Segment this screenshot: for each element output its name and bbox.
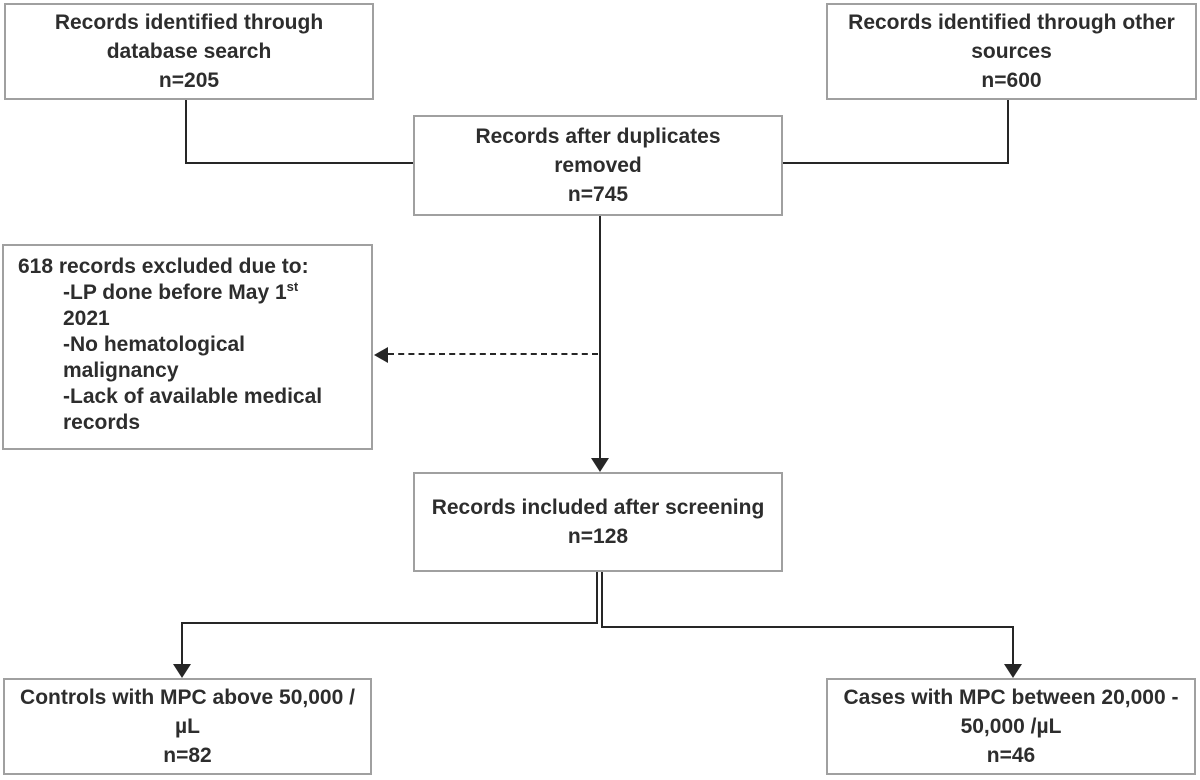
arrowhead-down-icon [173,664,191,678]
arrowhead-down-icon [591,458,609,472]
connector-db-vertical [185,100,187,164]
box-count: n=600 [981,69,1042,92]
exclusion-reason: -Lack of available medical records [63,385,323,434]
box-label: Records included after screening [431,496,765,519]
box-cases-group: Cases with MPC between 20,000 - 50,000 /… [826,678,1196,775]
connector-other-vertical [1007,100,1009,164]
connector-split-left-vertical [596,572,598,624]
connector-split-right-horizontal [601,626,1014,628]
box-label: Records after duplicates removed [475,125,721,177]
connector-cases-vertical [1012,626,1014,664]
arrowhead-left-icon [374,347,388,363]
exclusion-reason: -LP done before May 1st 2021 [63,279,299,330]
connector-duplicates-to-included [599,216,601,458]
box-label: Records identified through other sources [848,11,1175,63]
connector-db-horizontal [185,162,413,164]
box-label: Controls with MPC above 50,000 /µL [20,686,355,738]
box-records-excluded: 618 records excluded due to: -LP done be… [2,244,373,450]
box-label: Records identified through database sear… [54,11,324,63]
exclusion-reason: -No hematological malignancy [63,333,246,382]
box-count: n=46 [986,744,1036,767]
connector-dashed-excluded [388,353,598,355]
connector-split-right-vertical [601,572,603,628]
box-count: n=205 [158,69,220,92]
box-records-database-search: Records identified through database sear… [4,3,374,100]
box-count: n=745 [567,183,629,206]
box-count: n=82 [163,744,212,767]
box-label: Cases with MPC between 20,000 - 50,000 /… [843,686,1179,738]
arrowhead-down-icon [1004,664,1022,678]
box-records-other-sources: Records identified through other sources… [826,3,1197,100]
exclusion-header: 618 records excluded due to: [18,255,309,278]
connector-split-left-horizontal [181,622,598,624]
box-count: n=128 [567,525,629,548]
box-controls-group: Controls with MPC above 50,000 /µL n=82 [3,678,372,775]
connector-other-horizontal [783,162,1009,164]
box-records-after-duplicates: Records after duplicates removed n=745 [413,115,783,216]
superscript-st: st [286,279,299,294]
exclusion-reasons: -LP done before May 1st 2021 -No hematol… [63,280,341,436]
connector-controls-vertical [181,622,183,664]
box-records-included: Records included after screening n=128 [413,472,783,572]
